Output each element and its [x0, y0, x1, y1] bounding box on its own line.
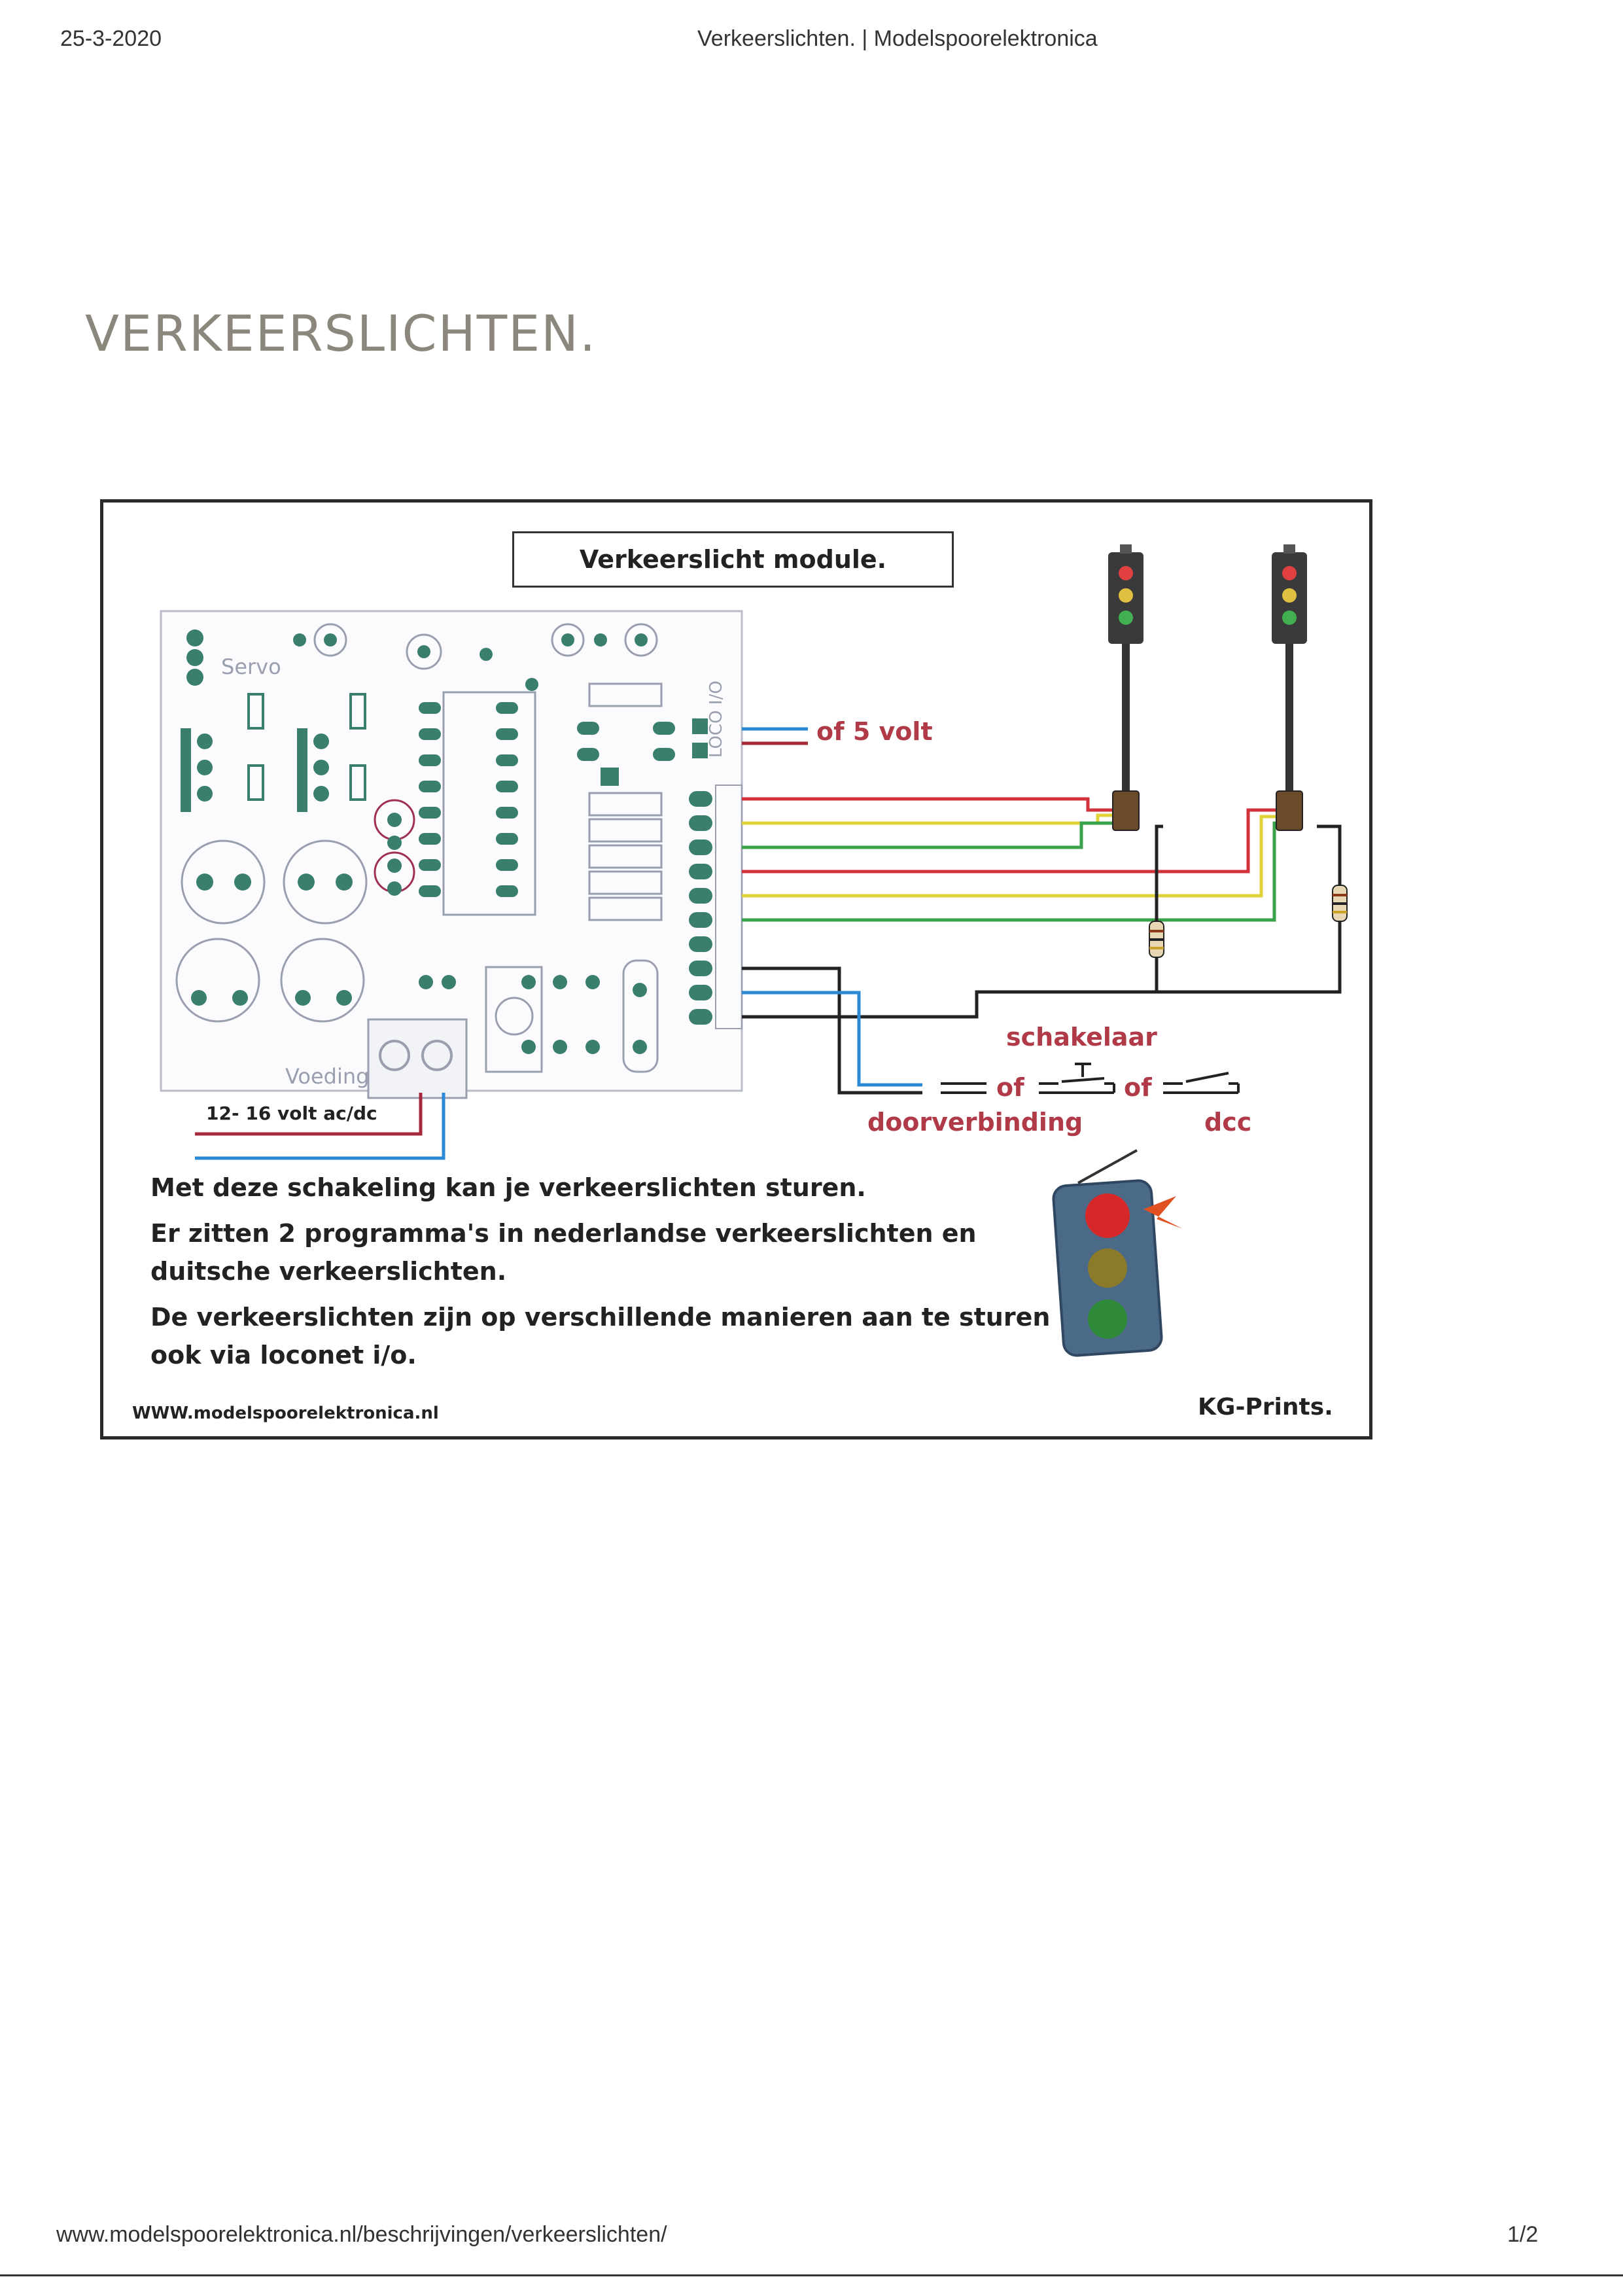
- jp-block-1: [181, 728, 191, 812]
- label-doorverbinding: doorverbinding: [867, 1108, 1083, 1137]
- label-schakelaar: schakelaar: [1006, 1023, 1157, 1051]
- ic-pins-left: [419, 702, 441, 897]
- ic-pins-right: [496, 702, 518, 897]
- description-line-2: Er zitten 2 programma's in nederlandse v…: [150, 1219, 977, 1286]
- bottom-rule: [0, 2274, 1623, 2276]
- wire-pin4-red: [742, 808, 1281, 874]
- label-of-1: of: [996, 1073, 1024, 1102]
- switch-symbols: [941, 1063, 1240, 1094]
- wire-pin1-red: [742, 797, 1124, 812]
- page-heading: VERKEERSLICHTEN.: [85, 304, 597, 362]
- wire-pin3-green: [742, 821, 1124, 849]
- pcb-label-servo: Servo: [221, 654, 281, 679]
- description: Met deze schakeling kan je verkeerslicht…: [150, 1169, 1079, 1382]
- wire-pin8-black: [742, 966, 922, 1095]
- wire-pin2-yellow: [742, 813, 1124, 825]
- resistor-bank: [588, 682, 663, 921]
- figure-footer-url: WWW.modelspoorelektronica.nl: [132, 1404, 439, 1423]
- print-page-number: 1/2: [1507, 2222, 1539, 2247]
- wire-supply-blue: [195, 1093, 445, 1160]
- pcb-label-loco: LOCO I/O: [707, 680, 726, 758]
- connector-frame: [715, 785, 742, 1029]
- wire-supply-red: [195, 1093, 423, 1136]
- wire-pin5-yellow: [742, 815, 1281, 898]
- electrolytic-caps: [175, 839, 368, 1023]
- print-url: www.modelspoorelektronica.nl/beschrijvin…: [56, 2222, 667, 2247]
- wiring-diagram-figure: Verkeerslicht module. Servo Voeding LOCO…: [100, 499, 1372, 1439]
- description-line-3: De verkeerslichten zijn op verschillende…: [150, 1303, 1051, 1369]
- pcb-board: [160, 610, 743, 1092]
- wire-resistor-1: [1149, 921, 1164, 958]
- pcb-ic: [442, 691, 536, 916]
- traffic-light-1: [1108, 544, 1143, 831]
- label-dcc: dcc: [1204, 1108, 1252, 1137]
- print-footer: www.modelspoorelektronica.nl/beschrijvin…: [0, 2222, 1623, 2255]
- traffic-light-2: [1272, 544, 1307, 831]
- label-supply: 12- 16 volt ac/dc: [206, 1103, 377, 1124]
- figure-footer-brand: KG-Prints.: [1198, 1394, 1333, 1421]
- wiring-diagram: [160, 544, 1348, 1357]
- description-line-1: Met deze schakeling kan je verkeerslicht…: [150, 1173, 866, 1202]
- connector-pins: [689, 791, 712, 1025]
- wire-common-black-2: [1155, 824, 1163, 992]
- print-title: Verkeerslichten. | Modelspoorelektronica: [697, 26, 1098, 51]
- label-5-volt: of 5 volt: [816, 717, 933, 746]
- label-of-2: of: [1124, 1073, 1152, 1102]
- jp-block-2: [297, 728, 307, 812]
- servo-header: [186, 629, 203, 686]
- print-date: 25-3-2020: [60, 26, 162, 51]
- wire-resistor-2: [1332, 885, 1348, 922]
- wire-pin9-blue: [742, 991, 922, 1087]
- module-title: Verkeerslicht module.: [512, 531, 954, 588]
- pcb-label-voeding: Voeding: [285, 1064, 370, 1089]
- print-header: 25-3-2020 Verkeerslichten. | Modelspoore…: [0, 26, 1623, 65]
- traffic-light-illustration: [1052, 1149, 1183, 1357]
